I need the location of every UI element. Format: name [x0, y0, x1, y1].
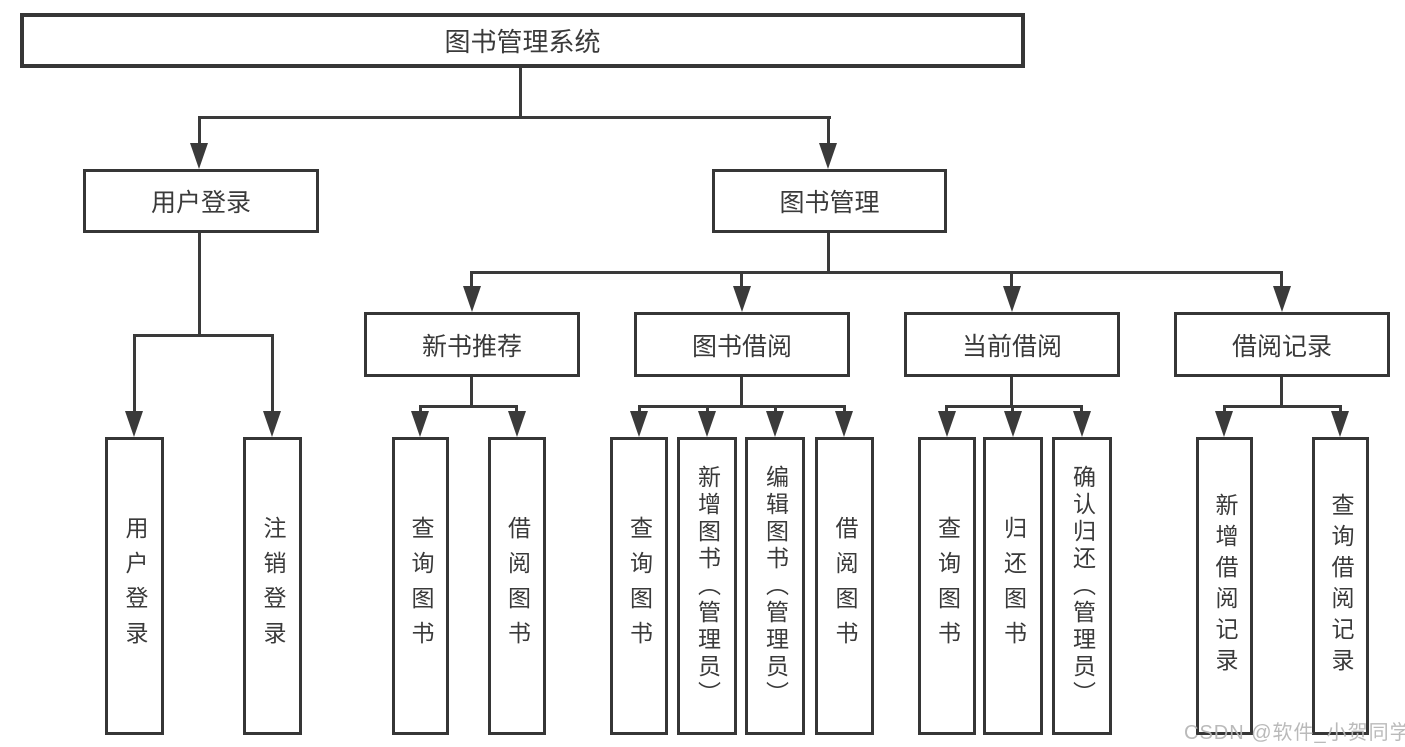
leaf-return-book: 归还图书	[983, 437, 1043, 735]
arrowhead-down-icon	[1273, 286, 1291, 312]
arrowhead-down-icon	[733, 286, 751, 312]
connector-current-borrow-drop-line	[1010, 377, 1013, 408]
connector-new-book-recommend-branch-line	[419, 405, 518, 408]
node-borrow-record-label: 借阅记录	[1231, 332, 1332, 361]
node-book-management: 图书管理	[712, 169, 947, 233]
connector-new-book-recommend-drop-line	[470, 377, 473, 408]
arrowhead-down-icon	[190, 143, 208, 169]
leaf-add-book-admin: 新增图书（管理员）	[677, 437, 737, 735]
connector-root-drop-line	[519, 68, 522, 119]
connector-leaf-logout-line	[271, 334, 274, 414]
connector-book-borrow-line	[740, 271, 743, 289]
connector-leaf-line	[843, 405, 846, 414]
connector-leaf-line	[774, 405, 777, 414]
leaf-borrow-book: 借阅图书	[815, 437, 874, 735]
arrowhead-down-icon	[1331, 411, 1349, 437]
connector-book-borrow-branch-line	[638, 405, 845, 408]
node-root: 图书管理系统	[20, 13, 1025, 68]
leaf-logout: 注销登录	[243, 437, 302, 735]
node-borrow-record: 借阅记录	[1174, 312, 1390, 377]
arrowhead-down-icon	[411, 411, 429, 437]
leaf-query-borrow-record: 查询借阅记录	[1312, 437, 1369, 735]
arrowhead-down-icon	[508, 411, 526, 437]
connector-leaf-line	[1011, 405, 1014, 414]
connector-root-branch-line	[198, 116, 831, 119]
node-book-management-label: 图书管理	[779, 189, 880, 217]
arrowhead-down-icon	[835, 411, 853, 437]
connector-leaf-user-login-line	[133, 334, 136, 414]
leaf-return-book-label: 归还图书	[1000, 516, 1027, 656]
connector-leaf-line	[419, 405, 422, 414]
connector-leaf-line	[638, 405, 641, 414]
connector-book-management-line	[827, 116, 830, 146]
node-new-book-recommend-label: 新书推荐	[421, 332, 522, 361]
leaf-query-book-recommend: 查询图书	[392, 437, 449, 735]
connector-leaf-line	[515, 405, 518, 414]
arrowhead-down-icon	[766, 411, 784, 437]
arrowhead-down-icon	[1215, 411, 1233, 437]
leaf-query-book-current: 查询图书	[918, 437, 976, 735]
node-book-borrow-label: 图书借阅	[691, 332, 792, 361]
arrowhead-down-icon	[1003, 286, 1021, 312]
connector-user-login-drop-line	[198, 233, 201, 337]
arrowhead-down-icon	[938, 411, 956, 437]
leaf-add-borrow-record: 新增借阅记录	[1196, 437, 1253, 735]
connector-new-book-recommend-line	[470, 271, 473, 289]
connector-borrow-record-drop-line	[1280, 377, 1283, 408]
leaf-confirm-return-admin: 确认归还（管理员）	[1052, 437, 1112, 735]
connector-borrow-record-line	[1280, 271, 1283, 289]
node-book-borrow: 图书借阅	[634, 312, 850, 377]
node-current-borrow-label: 当前借阅	[961, 332, 1062, 361]
connector-book-borrow-drop-line	[740, 377, 743, 408]
leaf-query-book-borrow: 查询图书	[610, 437, 668, 735]
connector-user-login-line	[198, 116, 201, 146]
leaf-borrow-book-label: 借阅图书	[504, 516, 531, 656]
connector-leaf-line	[706, 405, 709, 414]
connector-leaf-line	[1223, 405, 1226, 414]
leaf-user-login: 用户登录	[105, 437, 164, 735]
leaf-query-book-label: 查询图书	[626, 516, 653, 656]
connector-leaf-line	[1339, 405, 1342, 414]
node-new-book-recommend: 新书推荐	[364, 312, 580, 377]
arrowhead-down-icon	[698, 411, 716, 437]
arrowhead-down-icon	[1073, 411, 1091, 437]
leaf-query-borrow-record-label: 查询借阅记录	[1328, 493, 1354, 679]
connector-book-management-branch-line	[470, 271, 1283, 274]
connector-leaf-line	[1080, 405, 1083, 414]
connector-borrow-record-branch-line	[1223, 405, 1341, 408]
node-current-borrow: 当前借阅	[904, 312, 1120, 377]
connector-book-management-drop-line	[827, 233, 830, 274]
node-user-login-label: 用户登录	[150, 189, 251, 217]
leaf-edit-book-admin: 编辑图书（管理员）	[745, 437, 805, 735]
leaf-query-book-label: 查询图书	[408, 516, 434, 656]
arrowhead-down-icon	[463, 286, 481, 312]
arrowhead-down-icon	[630, 411, 648, 437]
leaf-add-book-admin-label: 新增图书（管理员）	[694, 464, 721, 708]
node-root-label: 图书管理系统	[444, 27, 601, 57]
leaf-logout-label: 注销登录	[260, 516, 286, 656]
arrowhead-down-icon	[125, 411, 143, 437]
arrowhead-down-icon	[819, 143, 837, 169]
connector-current-borrow-line	[1010, 271, 1013, 289]
arrowhead-down-icon	[1004, 411, 1022, 437]
node-user-login: 用户登录	[83, 169, 319, 233]
connector-leaf-line	[945, 405, 948, 414]
leaf-user-login-label: 用户登录	[122, 516, 148, 656]
leaf-borrow-book-recommend: 借阅图书	[488, 437, 546, 735]
connector-user-login-branch-line	[133, 334, 274, 337]
leaf-add-borrow-record-label: 新增借阅记录	[1212, 493, 1238, 679]
leaf-edit-book-admin-label: 编辑图书（管理员）	[762, 464, 789, 708]
leaf-borrow-book-label: 借阅图书	[832, 516, 858, 656]
leaf-query-book-label: 查询图书	[934, 516, 961, 656]
arrowhead-down-icon	[263, 411, 281, 437]
leaf-confirm-return-admin-label: 确认归还（管理员）	[1069, 464, 1096, 708]
watermark: CSDN @软件_小贺同学	[1184, 722, 1405, 744]
